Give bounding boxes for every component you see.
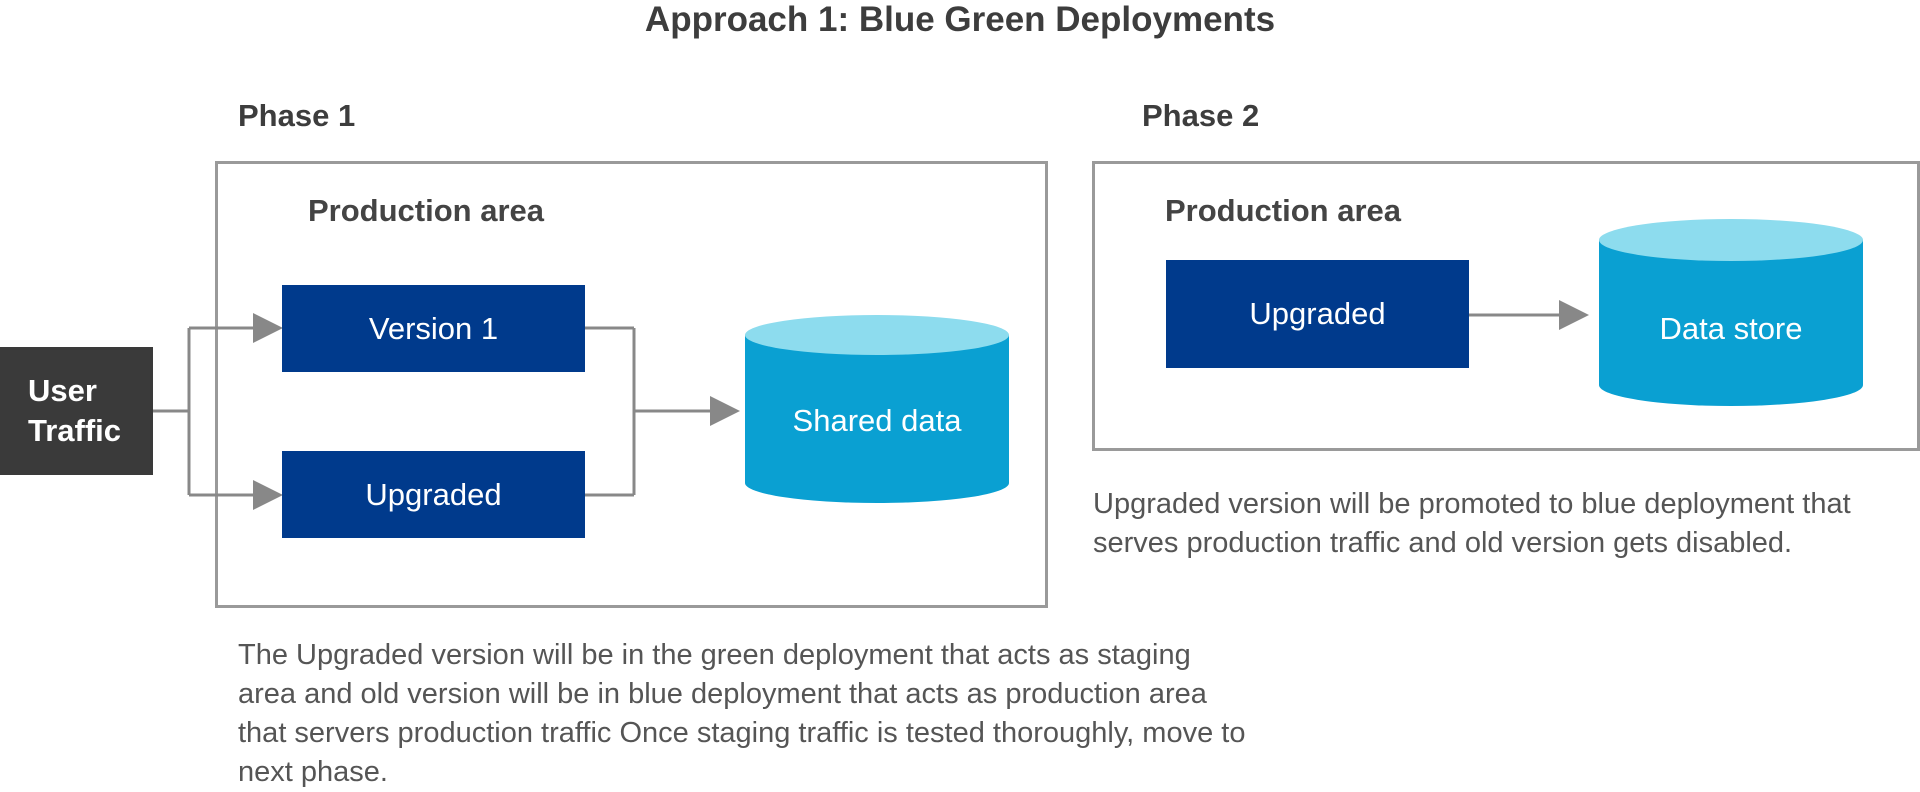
- phase-2-area-label: Production area: [1165, 193, 1401, 228]
- phase-2-label: Phase 2: [1142, 98, 1260, 133]
- phase-2-production-area: [1092, 161, 1920, 451]
- phase-1-upgraded-label: Upgraded: [365, 476, 502, 512]
- shared-data-label: Shared data: [792, 403, 962, 438]
- user-to-versions-connector: [153, 313, 283, 510]
- phase-2-upgraded-label: Upgraded: [1249, 296, 1386, 331]
- phase-1-label: Phase 1: [238, 98, 356, 133]
- versions-to-shared-data-connector: [585, 326, 740, 497]
- version-1-label: Version 1: [368, 310, 499, 346]
- shared-data-cylinder: [745, 315, 1009, 503]
- phase-2-upgraded-node: Upgraded: [1166, 260, 1469, 368]
- version-1-node: Version 1: [282, 285, 585, 372]
- phase-2-description: Upgraded version will be promoted to blu…: [1093, 488, 1851, 559]
- user-traffic-line-1: User: [28, 373, 97, 408]
- phase-1-area-label: Production area: [308, 193, 544, 228]
- phase-1-upgraded-node: Upgraded: [282, 451, 585, 538]
- phase-1-description: The Upgraded version will be in the gree…: [238, 639, 1246, 788]
- data-store-cylinder: [1599, 219, 1863, 406]
- user-traffic-box: User Traffic: [0, 347, 153, 475]
- data-store-label: Data store: [1659, 311, 1803, 346]
- diagram-title: Approach 1: Blue Green Deployments: [644, 0, 1276, 39]
- phase-1-production-area: [215, 161, 1048, 608]
- user-traffic-line-2: Traffic: [28, 413, 122, 448]
